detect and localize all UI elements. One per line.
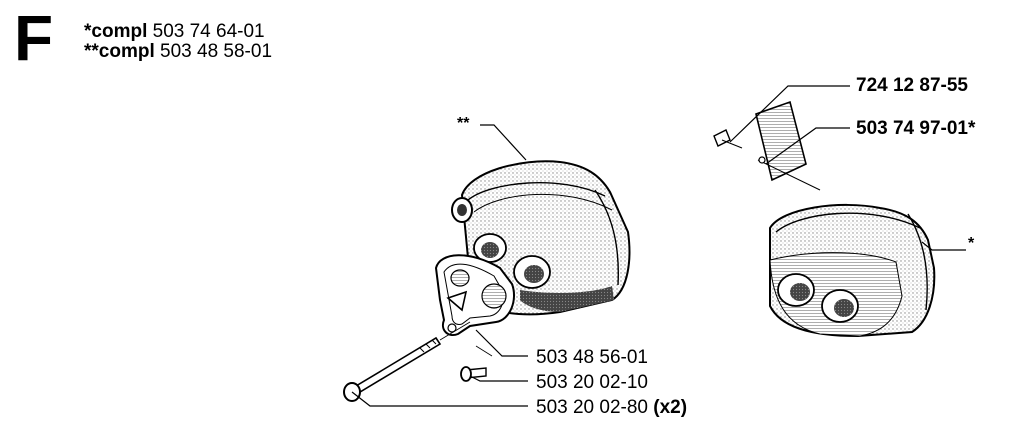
leader-724	[729, 85, 850, 143]
compl-prefix-1: *compl	[84, 21, 148, 42]
part-label-503749: 503 74 97-01*	[856, 118, 976, 139]
muffler-right	[769, 203, 936, 338]
part-label-gasket: 503 48 56-01	[536, 347, 648, 368]
compl-line-2: **compl 503 48 58-01	[84, 42, 272, 61]
leader-muffler-left	[480, 124, 527, 161]
leader-screw-short	[469, 375, 528, 382]
short-screw	[460, 345, 493, 382]
leader-gasket	[475, 329, 528, 357]
leader-lines	[351, 85, 966, 407]
leader-503749	[765, 127, 850, 165]
quantity-bolt-long: (x2)	[653, 397, 688, 418]
part-label-screw-short: 503 20 02-10	[536, 372, 648, 393]
leader-bolt-long	[351, 391, 528, 407]
part-number-bolt-long: 503 20 02-80	[536, 397, 648, 418]
gasket-plate	[434, 254, 515, 336]
leader-muffler-right	[921, 241, 966, 251]
section-letter: F	[14, 2, 54, 74]
compl-prefix-2: **compl	[84, 41, 155, 62]
compl-number-1: 503 74 64-01	[152, 21, 265, 42]
spark-screen	[713, 100, 821, 191]
muffler-right-mark: *	[968, 235, 975, 252]
compl-number-2: 503 48 58-01	[160, 41, 273, 62]
part-label-bolt-long: 503 20 02-80 (x2)	[536, 398, 687, 417]
muffler-left-mark: **	[457, 115, 470, 132]
compl-line-1: *compl 503 74 64-01	[84, 22, 265, 41]
part-label-724: 724 12 87-55	[856, 75, 968, 96]
long-bolt	[343, 321, 471, 402]
